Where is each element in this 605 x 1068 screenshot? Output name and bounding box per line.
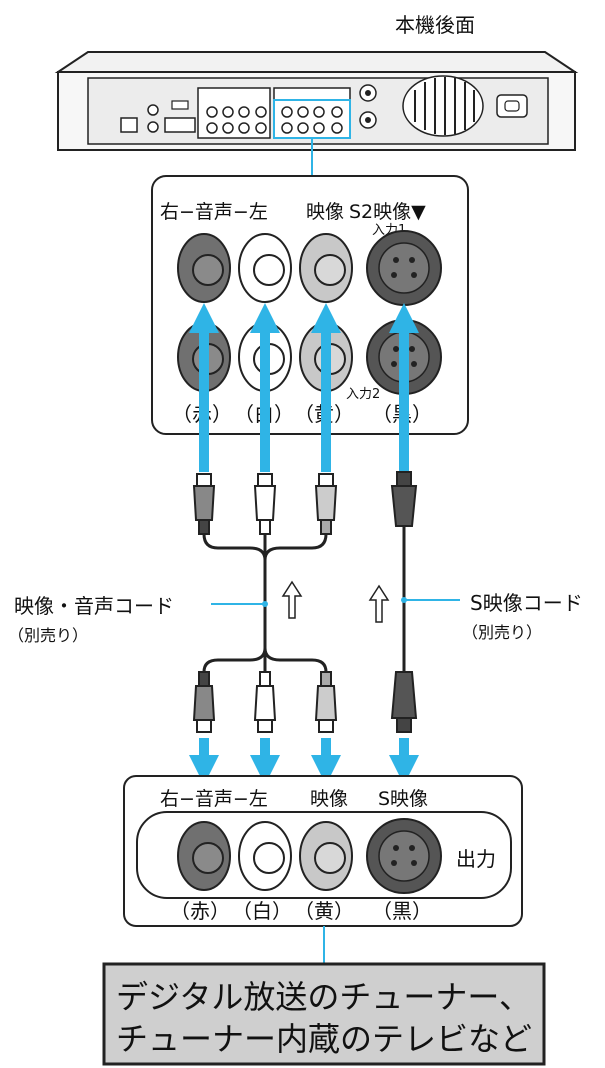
input-audio-label: 右−音声−左 (160, 201, 268, 223)
signal-arrows-down (189, 738, 419, 785)
device-rear-label: 本機後面 (395, 13, 475, 37)
target-line-2: チューナー内蔵のテレビなど (116, 1020, 532, 1058)
s-cord-note: （別売り） (462, 623, 542, 642)
s-video-cord (368, 471, 418, 733)
target-line-1: デジタル放送のチューナー、 (116, 978, 531, 1016)
input-s2-video-label: S2映像▼ (349, 201, 426, 223)
input2-label: 入力2 (346, 387, 380, 402)
device-rear-panel (54, 51, 579, 151)
av-cord-note: （別売り） (8, 626, 88, 645)
av-cord (192, 473, 338, 733)
input1-jacks (177, 230, 442, 306)
output-s-video-label: S映像 (378, 788, 428, 810)
signal-arrows-up (189, 303, 419, 472)
input-video-label: 映像 (306, 201, 344, 223)
output-color-label-yellow: （黄） (294, 899, 354, 923)
output-color-label-white: （白） (232, 899, 292, 923)
output-color-label-red: （赤） (170, 899, 230, 923)
s-cord-label: S映像コード (470, 591, 583, 615)
output-audio-label: 右−音声−左 (160, 788, 268, 810)
output-video-label: 映像 (310, 788, 348, 810)
av-cord-label: 映像・音声コード (14, 594, 174, 618)
output-color-label-black: （黒） (372, 899, 432, 923)
output-label: 出力 (456, 847, 496, 871)
target-device-box (102, 962, 546, 1066)
output-jacks (177, 818, 442, 894)
